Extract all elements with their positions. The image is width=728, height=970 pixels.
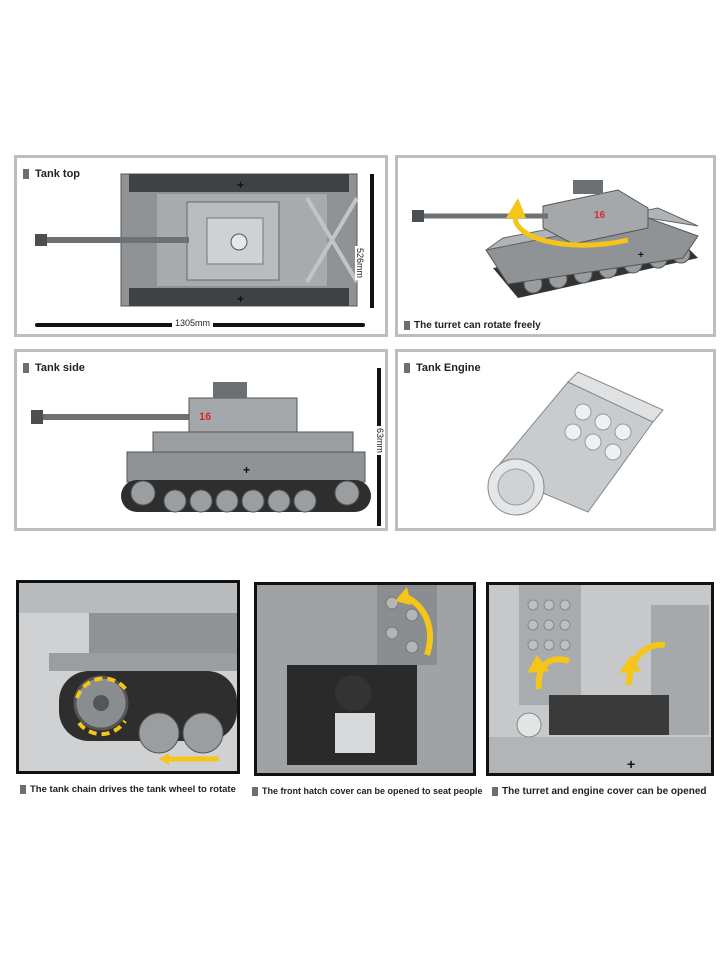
caption-turret-engine-cover: The turret and engine cover can be opene… bbox=[492, 786, 707, 797]
tank-side-view: 16 + bbox=[31, 368, 381, 526]
tank-iso-view: 16 + bbox=[412, 180, 699, 298]
svg-text:+: + bbox=[237, 292, 244, 306]
photo-turret-engine-cover: + bbox=[486, 582, 714, 776]
height-dimension-label: 63mm bbox=[375, 426, 385, 456]
panel-tank-engine: Tank Engine bbox=[395, 349, 716, 531]
label-bullet bbox=[23, 169, 29, 179]
panel-turret-rotate: 16 + The turret can rotate freely bbox=[395, 155, 716, 337]
svg-text:+: + bbox=[638, 250, 644, 261]
svg-text:+: + bbox=[237, 178, 244, 192]
panel-tank-side: Tank side 16 + 63mm bbox=[14, 349, 388, 531]
panel-label-tank-engine: Tank Engine bbox=[404, 362, 481, 374]
caption-tank-chain: The tank chain drives the tank wheel to … bbox=[20, 784, 236, 795]
caption-text: The front hatch cover can be opened to s… bbox=[262, 786, 483, 796]
side-number-marking: 16 bbox=[199, 411, 211, 423]
caption-bullet bbox=[252, 786, 258, 796]
svg-text:+: + bbox=[243, 463, 250, 477]
tank-chain-closeup bbox=[19, 583, 237, 765]
label-bullet bbox=[404, 363, 410, 373]
panel-title: Tank top bbox=[35, 168, 81, 180]
caption-bullet bbox=[492, 787, 498, 796]
width-dimension-label: 526mm bbox=[355, 246, 365, 281]
turret-engine-cover-closeup: + bbox=[489, 585, 711, 773]
caption-text: The tank chain drives the tank wheel to … bbox=[30, 784, 236, 795]
photo-tank-chain bbox=[16, 580, 240, 774]
caption-text: The turret can rotate freely bbox=[414, 320, 541, 331]
svg-text:+: + bbox=[627, 756, 635, 772]
panel-title: Tank Engine bbox=[416, 362, 481, 374]
tank-top-view: + + bbox=[35, 173, 374, 327]
panel-label-tank-side: Tank side bbox=[23, 362, 85, 374]
caption-text: The turret and engine cover can be opene… bbox=[502, 786, 707, 797]
caption-turret-rotate: The turret can rotate freely bbox=[404, 320, 541, 331]
caption-bullet bbox=[20, 785, 26, 794]
panel-title: Tank side bbox=[35, 362, 85, 374]
engine-model bbox=[487, 371, 664, 516]
panel-tank-top: Tank top + + 526mm 1305mm bbox=[14, 155, 388, 337]
length-dimension-label: 1305mm bbox=[172, 318, 214, 328]
front-hatch-closeup bbox=[257, 585, 473, 773]
label-bullet bbox=[23, 363, 29, 373]
caption-front-hatch: The front hatch cover can be opened to s… bbox=[252, 786, 483, 796]
turret-number-marking: 16 bbox=[594, 210, 606, 221]
panel-label-tank-top: Tank top bbox=[23, 168, 80, 180]
photo-front-hatch bbox=[254, 582, 476, 776]
caption-bullet bbox=[404, 321, 410, 330]
